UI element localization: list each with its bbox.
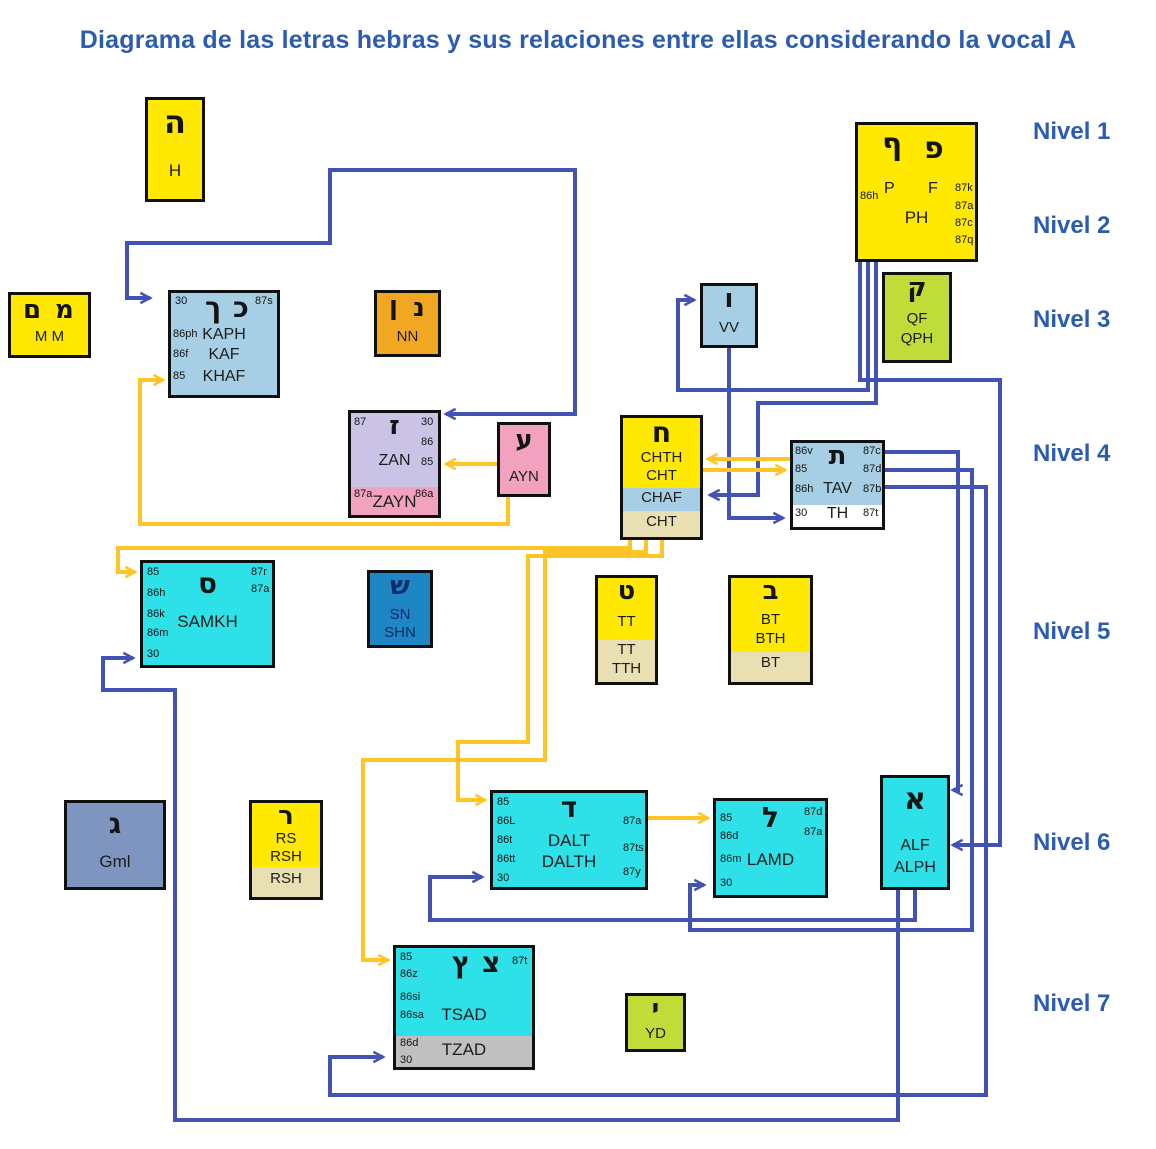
connector-yellow: [361, 540, 648, 960]
connector-blue: [885, 450, 958, 790]
connector-blue: [858, 262, 1002, 845]
connector-blue: [328, 485, 988, 1097]
connector-yellow: [456, 540, 664, 800]
connector-blue: [727, 348, 783, 518]
connector-blue: [676, 262, 870, 392]
diagram-title: Diagrama de las letras hebras y sus rela…: [79, 26, 1077, 54]
connector-blue: [428, 877, 917, 922]
connector-blue: [710, 262, 878, 495]
connector-yellow: [138, 380, 510, 526]
connector-blue: [688, 468, 974, 932]
connector-yellow: [116, 540, 632, 572]
connector-blue: [125, 168, 577, 414]
connector-blue: [101, 658, 900, 1122]
